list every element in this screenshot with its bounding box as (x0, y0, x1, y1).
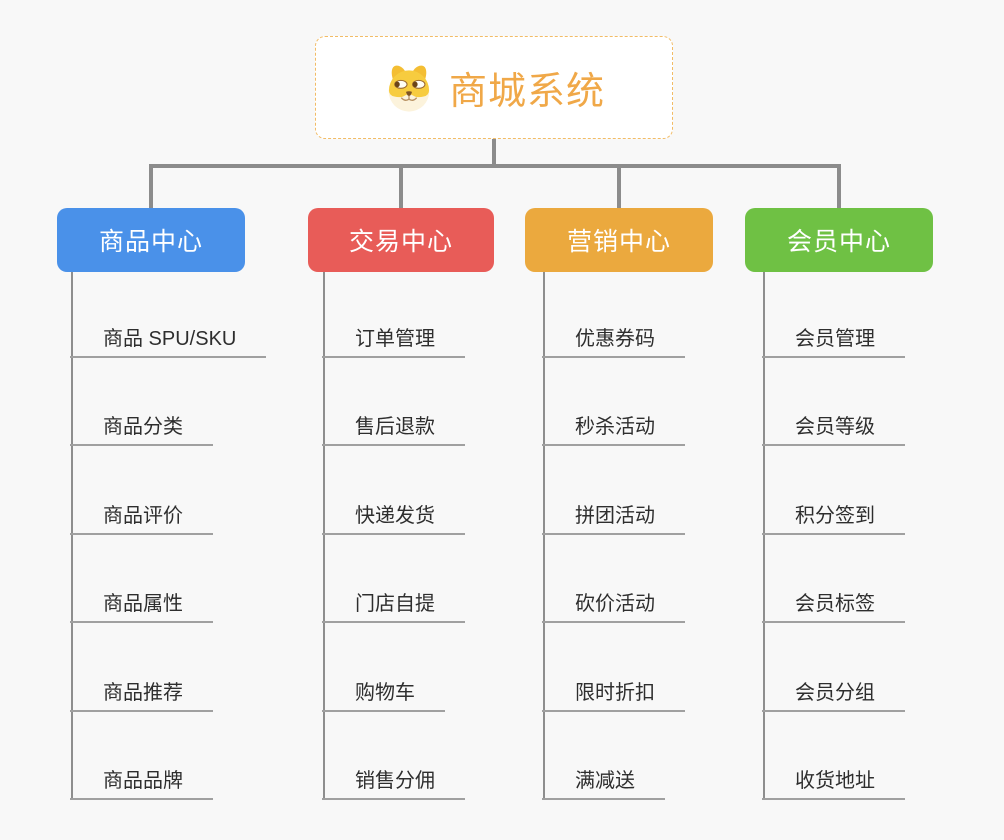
branch-header-product[interactable]: 商品中心 (57, 208, 245, 272)
branch-item-trade-4[interactable]: 购物车 (322, 670, 445, 712)
branch-connector-line-marketing (543, 272, 545, 799)
root-connector-drop-1 (399, 164, 403, 208)
branch-item-product-1[interactable]: 商品分类 (70, 404, 213, 446)
root-connector-stub (492, 139, 496, 166)
root-connector-rail (149, 164, 841, 168)
branch-item-trade-0[interactable]: 订单管理 (322, 316, 465, 358)
branch-item-product-3[interactable]: 商品属性 (70, 581, 213, 623)
branch-item-member-4[interactable]: 会员分组 (762, 670, 905, 712)
branch-item-trade-3[interactable]: 门店自提 (322, 581, 465, 623)
branch-item-trade-5[interactable]: 销售分佣 (322, 758, 465, 800)
branch-item-member-3[interactable]: 会员标签 (762, 581, 905, 623)
branch-header-trade[interactable]: 交易中心 (308, 208, 494, 272)
dog-face-icon (388, 65, 430, 112)
branch-header-marketing[interactable]: 营销中心 (525, 208, 713, 272)
root-connector-drop-3 (837, 164, 841, 208)
root-title: 商城系统 (448, 71, 605, 113)
branch-header-member[interactable]: 会员中心 (745, 208, 933, 272)
branch-item-marketing-2[interactable]: 拼团活动 (542, 493, 685, 535)
branch-item-member-2[interactable]: 积分签到 (762, 493, 905, 535)
branch-item-trade-2[interactable]: 快递发货 (322, 493, 465, 535)
branch-item-marketing-1[interactable]: 秒杀活动 (542, 404, 685, 446)
branch-item-product-2[interactable]: 商品评价 (70, 493, 213, 535)
branch-item-marketing-0[interactable]: 优惠券码 (542, 316, 685, 358)
branch-item-product-4[interactable]: 商品推荐 (70, 670, 213, 712)
branch-connector-line-member (763, 272, 765, 799)
root-connector-drop-0 (149, 164, 153, 208)
branch-item-marketing-3[interactable]: 砍价活动 (542, 581, 685, 623)
branch-item-marketing-4[interactable]: 限时折扣 (542, 670, 685, 712)
branch-item-member-1[interactable]: 会员等级 (762, 404, 905, 446)
branch-connector-line-trade (323, 272, 325, 799)
branch-item-trade-1[interactable]: 售后退款 (322, 404, 465, 446)
branch-connector-line-product (71, 272, 73, 799)
branch-item-product-0[interactable]: 商品 SPU/SKU (70, 316, 267, 358)
branch-item-product-5[interactable]: 商品品牌 (70, 758, 213, 800)
branch-item-member-0[interactable]: 会员管理 (762, 316, 905, 358)
root-connector-drop-2 (617, 164, 621, 208)
root-node[interactable]: 商城系统 (315, 36, 673, 139)
branch-item-marketing-5[interactable]: 满减送 (542, 758, 665, 800)
branch-item-member-5[interactable]: 收货地址 (762, 758, 905, 800)
